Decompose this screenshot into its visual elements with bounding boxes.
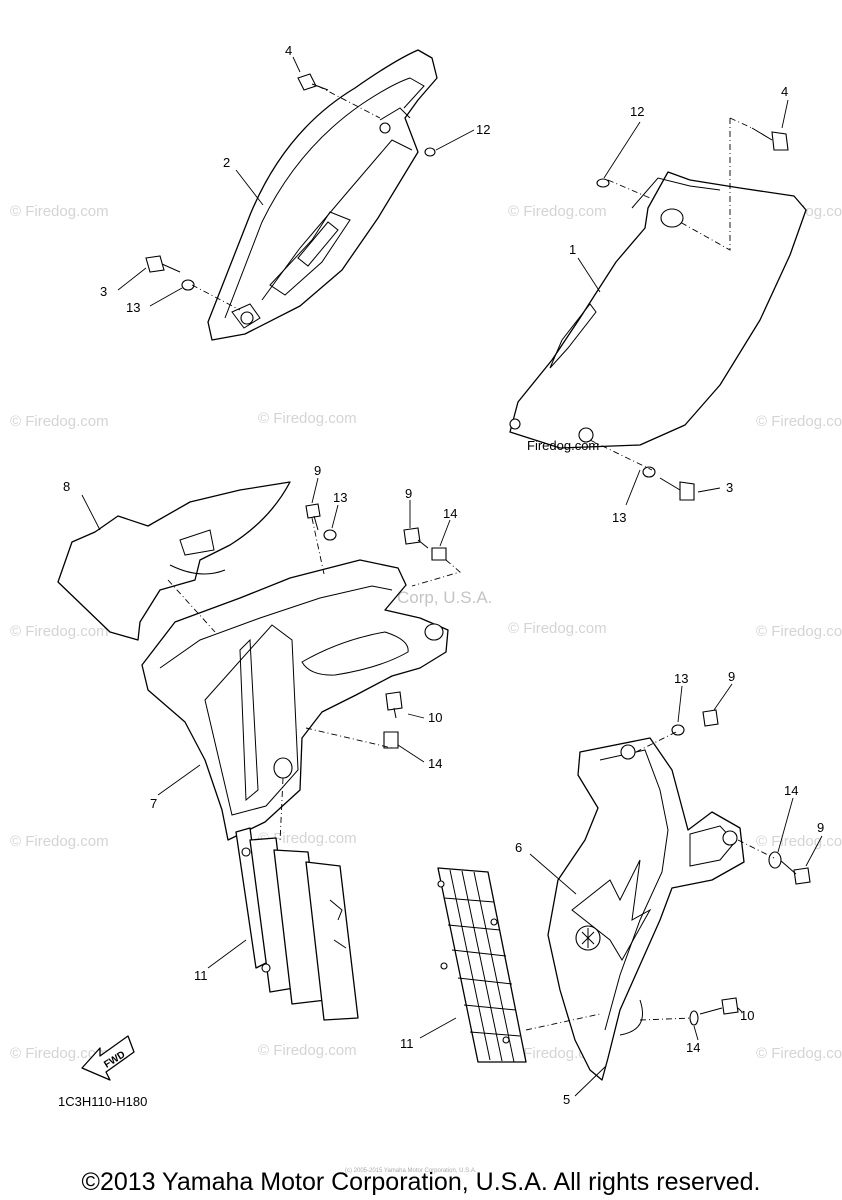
radiator-louver-left-part [235, 827, 359, 1021]
callout-9: 9 [817, 820, 824, 835]
radiator-shroud-right-part [547, 737, 745, 1081]
diagram-code: 1C3H110-H180 [58, 1094, 147, 1109]
decal-graphic-part [57, 481, 291, 641]
leader-lines [81, 56, 823, 1097]
callout-9: 9 [405, 486, 412, 501]
callout-13: 13 [126, 300, 140, 315]
watermark: © Firedog.com [10, 203, 109, 220]
callout-14: 14 [443, 506, 457, 521]
watermark: © Firedog.com [10, 413, 109, 430]
callout-14: 14 [686, 1040, 700, 1055]
callout-14: 14 [784, 783, 798, 798]
callout-14: 14 [428, 756, 442, 771]
hardware-group [145, 73, 811, 1026]
radiator-shroud-left-part [141, 559, 449, 841]
copyright-footer: ©2013 Yamaha Motor Corporation, U.S.A. A… [82, 1168, 761, 1196]
callout-4: 4 [285, 43, 292, 58]
callout-12: 12 [630, 104, 644, 119]
callout-13: 13 [674, 671, 688, 686]
callout-9: 9 [728, 669, 735, 684]
watermark: © Firedog.com [10, 623, 109, 640]
callout-10: 10 [740, 1008, 754, 1023]
watermark: © Firedog.com [258, 1042, 357, 1059]
callout-5: 5 [563, 1092, 570, 1107]
firedog-label: Firedog.com [527, 438, 599, 453]
callout-2: 2 [223, 155, 230, 170]
callout-11: 11 [194, 968, 208, 983]
watermark: © Firedog.com [258, 830, 357, 847]
watermark: © Firedog.com [10, 1045, 109, 1062]
callout-3: 3 [726, 480, 733, 495]
callout-9: 9 [314, 463, 321, 478]
callout-10: 10 [428, 710, 442, 725]
side-cover-right-part: Firedog.com [509, 171, 807, 453]
watermark: © Firedog.com [756, 1045, 842, 1062]
callout-8: 8 [63, 479, 70, 494]
side-cover-left-part [207, 49, 438, 341]
callouts: 4 2 12 3 13 12 4 1 13 3 8 9 13 9 14 10 1… [63, 43, 824, 1107]
callout-4: 4 [781, 84, 788, 99]
watermark: © Firedog.com [756, 833, 842, 850]
radiator-louver-right-part [437, 867, 527, 1063]
watermark: © Firedog.com [756, 413, 842, 430]
watermark: © Firedog.com [10, 833, 109, 850]
fwd-arrow-icon: FWD [81, 1035, 135, 1081]
watermark: © Firedog.com [258, 410, 357, 427]
callout-1: 1 [569, 242, 576, 257]
watermark: © Firedog.com [508, 620, 607, 637]
tuning-fork-emblem-icon [575, 925, 601, 951]
callout-7: 7 [150, 796, 157, 811]
callout-13: 13 [333, 490, 347, 505]
callout-3: 3 [100, 284, 107, 299]
callout-12: 12 [476, 122, 490, 137]
callout-6: 6 [515, 840, 522, 855]
tiny-watermark: (c) 2005-2015 Yamaha Motor Corporation, … [345, 1168, 477, 1174]
watermark: © Firedog.com [508, 203, 607, 220]
callout-13: 13 [612, 510, 626, 525]
watermark: © Firedog.com [756, 623, 842, 640]
callout-11: 11 [400, 1036, 414, 1051]
